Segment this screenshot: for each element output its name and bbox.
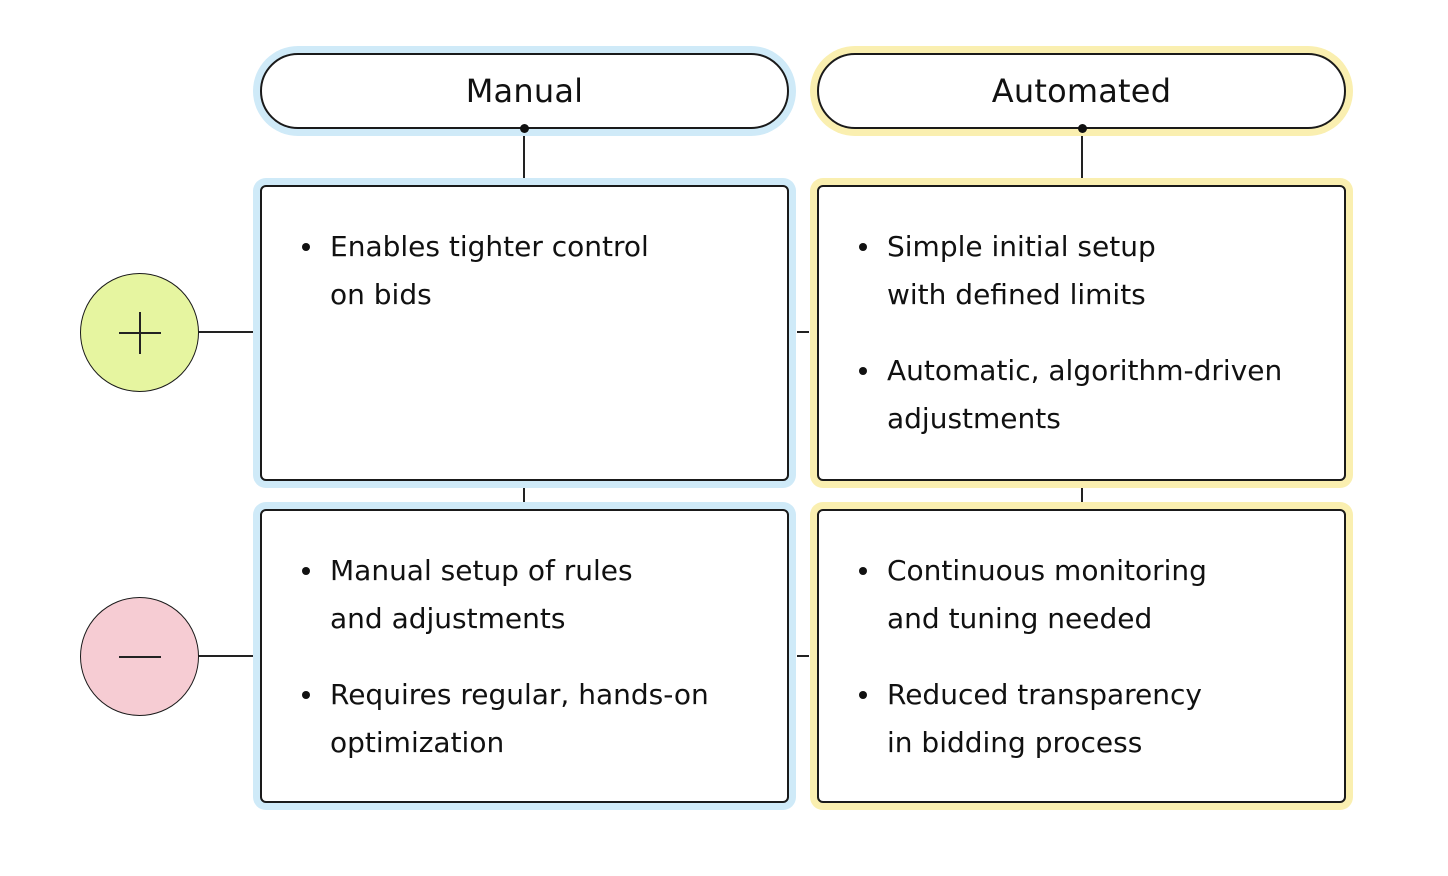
minus-icon-bar — [119, 656, 161, 658]
bullet-dot-icon — [302, 567, 310, 575]
bullet-dot-icon — [859, 367, 867, 375]
connector-minus-row — [198, 655, 254, 657]
connector-manual-header — [523, 128, 525, 178]
minus-icon — [80, 597, 199, 716]
bullet-text: Reduced transparency in bidding process — [887, 678, 1202, 759]
plus-icon — [80, 273, 199, 392]
column-title-automated: Automated — [991, 72, 1172, 110]
bullet-dot-icon — [859, 567, 867, 575]
connector-automated-rows — [1081, 488, 1083, 502]
manual-pros-card: Enables tighter control on bids — [260, 185, 789, 481]
bullet-text: Enables tighter control on bids — [330, 230, 649, 311]
bullet-text: Manual setup of rules and adjustments — [330, 554, 633, 635]
bullet-item: Continuous monitoring and tuning needed — [859, 547, 1324, 643]
manual-pros-list: Enables tighter control on bids — [302, 223, 767, 319]
bullet-item: Automatic, algorithm-driven adjustments — [859, 347, 1324, 443]
bullet-item: Enables tighter control on bids — [302, 223, 767, 319]
column-header-manual: Manual — [260, 53, 789, 129]
connector-cons-between — [797, 655, 809, 657]
header-anchor-dot-automated — [1078, 124, 1087, 133]
connector-automated-header — [1081, 128, 1083, 178]
connector-plus-row — [198, 331, 254, 333]
plus-icon-vertical — [139, 312, 141, 354]
bullet-item: Manual setup of rules and adjustments — [302, 547, 767, 643]
bullet-dot-icon — [302, 243, 310, 251]
column-header-automated: Automated — [817, 53, 1346, 129]
bullet-dot-icon — [302, 691, 310, 699]
automated-pros-card: Simple initial setup with defined limits… — [817, 185, 1346, 481]
bullet-text: Simple initial setup with defined limits — [887, 230, 1156, 311]
bullet-dot-icon — [859, 243, 867, 251]
bullet-text: Automatic, algorithm-driven adjustments — [887, 354, 1283, 435]
header-anchor-dot-manual — [520, 124, 529, 133]
bullet-item: Requires regular, hands-on optimization — [302, 671, 767, 767]
bullet-text: Requires regular, hands-on optimization — [330, 678, 709, 759]
connector-manual-rows — [523, 488, 525, 502]
connector-pros-between — [797, 331, 809, 333]
bullet-item: Simple initial setup with defined limits — [859, 223, 1324, 319]
bullet-dot-icon — [859, 691, 867, 699]
bullet-item: Reduced transparency in bidding process — [859, 671, 1324, 767]
bullet-text: Continuous monitoring and tuning needed — [887, 554, 1207, 635]
column-title-manual: Manual — [465, 72, 584, 110]
automated-pros-list: Simple initial setup with defined limits… — [859, 223, 1324, 443]
